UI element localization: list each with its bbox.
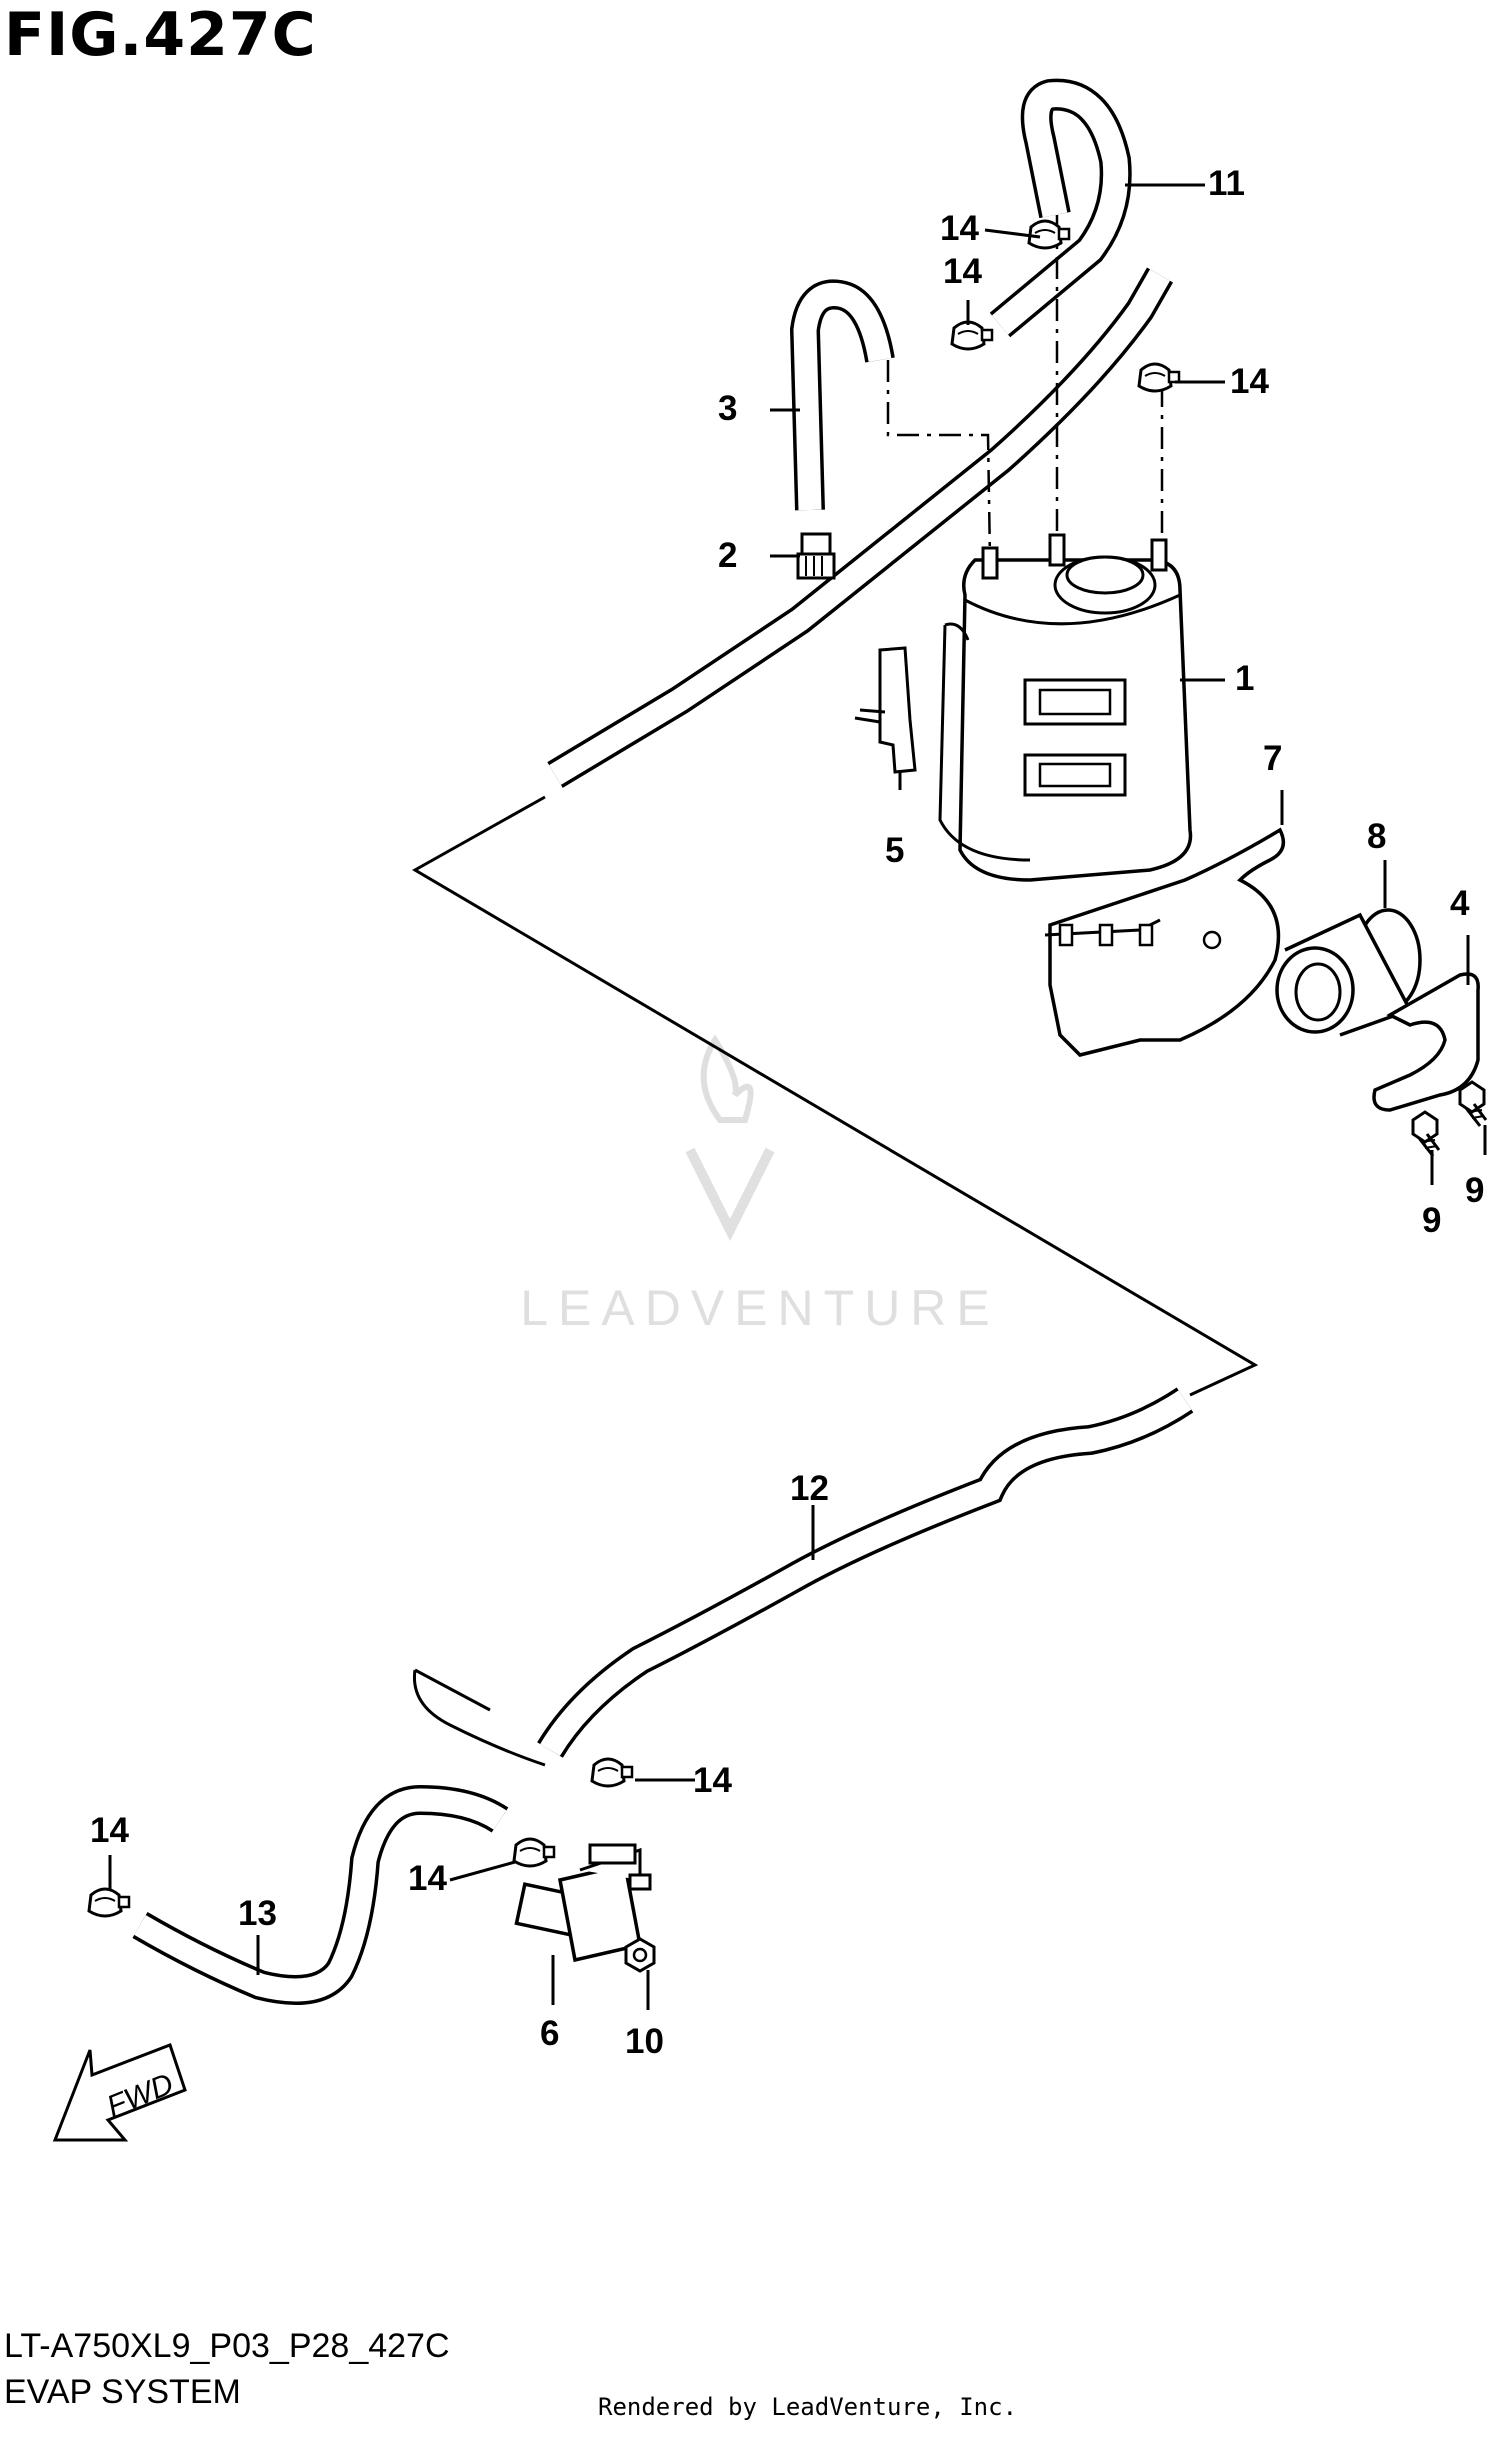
bolt-9b [1458, 1080, 1488, 1128]
callout-6: 6 [540, 2014, 559, 2053]
v-logo-icon [685, 1147, 775, 1242]
callout-8: 8 [1367, 817, 1386, 856]
hose-11 [989, 78, 1132, 338]
callout-14-e: 14 [408, 1859, 447, 1898]
callout-9-b: 9 [1465, 1171, 1484, 1210]
clamp-14-a [1027, 219, 1071, 250]
callout-14-d: 14 [693, 1761, 732, 1800]
callout-11: 11 [1208, 164, 1245, 203]
nut-10 [624, 1937, 656, 1973]
callout-7: 7 [1263, 739, 1282, 778]
grommet-8 [1275, 908, 1422, 1037]
purge-valve-6 [514, 1843, 652, 1963]
watermark-text: LEADVENTURE [520, 1280, 1000, 1336]
bracket-4 [1372, 972, 1480, 1112]
callout-9-a: 9 [1422, 1201, 1441, 1240]
flame-logo-icon [700, 1034, 754, 1123]
bracket-7 [1044, 827, 1286, 1057]
clamp-14-b [950, 320, 994, 351]
callout-1: 1 [1235, 659, 1254, 698]
fwd-arrow-icon: FWD [52, 2043, 187, 2142]
fitting-2 [796, 532, 836, 580]
hose-route-break-line [411, 795, 1259, 1397]
figure-title: FIG.427C [4, 0, 317, 70]
leadventure-watermark: LEADVENTURE [520, 1034, 1000, 1336]
hose-3 [789, 279, 895, 511]
charcoal-canister-1 [938, 533, 1193, 882]
clamp-14-f [87, 1887, 131, 1918]
callout-14-a: 14 [940, 209, 979, 248]
clamp-14-c [1137, 362, 1181, 393]
callout-10: 10 [625, 2022, 664, 2061]
connector-5 [854, 646, 917, 774]
system-name: EVAP SYSTEM [4, 2373, 241, 2411]
callout-14-c: 14 [1230, 362, 1269, 401]
hose-12 [412, 1387, 1194, 1767]
vent-hose [547, 267, 1174, 788]
clamp-14-d [590, 1757, 634, 1788]
callout-13: 13 [238, 1894, 277, 1933]
model-code: LT-A750XL9_P03_P28_427C [4, 2327, 450, 2365]
callout-14-f: 14 [90, 1811, 129, 1850]
connection-dash-lines [886, 215, 1164, 561]
callout-14-b: 14 [943, 252, 982, 291]
leader-lines [108, 183, 1487, 2010]
rendered-by-credit: Rendered by LeadVenture, Inc. [598, 2393, 1018, 2421]
bolt-9a [1411, 1110, 1441, 1158]
callout-12: 12 [790, 1469, 829, 1508]
callout-5: 5 [885, 831, 904, 870]
callout-4: 4 [1450, 884, 1470, 923]
callout-2: 2 [718, 536, 737, 575]
hose-13 [132, 1784, 509, 2005]
callout-3: 3 [718, 389, 737, 428]
clamp-14-e [512, 1837, 556, 1868]
